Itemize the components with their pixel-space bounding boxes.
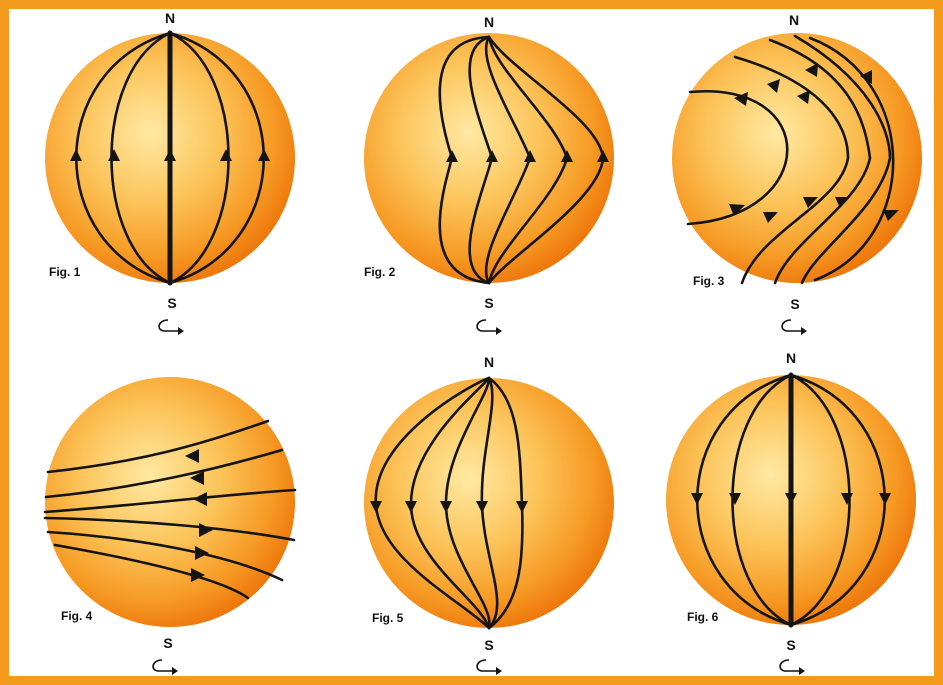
arrow-up-right-icon <box>883 210 899 221</box>
arrow-up-icon <box>597 150 609 162</box>
arrow-up-left-icon <box>860 70 872 84</box>
figure-1: N S Fig. 1 <box>45 10 295 335</box>
arrow-up-icon <box>70 149 82 161</box>
rotation-arrow-icon <box>476 659 502 675</box>
figure-caption: Fig. 4 <box>61 609 93 623</box>
arrow-up-icon <box>258 149 270 161</box>
arrow-up-icon <box>446 150 458 162</box>
arrow-up-icon <box>220 149 232 161</box>
figure-2: N S Fig. 2 <box>364 14 614 335</box>
south-label: S <box>484 295 493 311</box>
figure-caption: Fig. 3 <box>693 274 725 288</box>
arrow-down-icon <box>691 493 703 505</box>
north-label: N <box>789 12 799 28</box>
arrow-up-icon <box>486 150 498 162</box>
arrow-down-icon <box>405 501 417 513</box>
arrow-up-icon <box>561 150 573 162</box>
arrow-right-icon <box>195 546 209 560</box>
field-arrows <box>185 449 213 582</box>
rotation-arrow-icon <box>781 319 807 335</box>
north-label: N <box>484 354 494 370</box>
field-arrows <box>729 63 899 223</box>
figure-6: N S Fig. 6 <box>666 350 916 675</box>
north-label: N <box>165 10 175 26</box>
figure-3: N S Fig. 3 <box>672 12 922 335</box>
south-label: S <box>167 295 176 311</box>
arrow-up-left-icon <box>797 90 810 104</box>
rotation-arrow-icon <box>152 659 178 675</box>
arrow-up-right-icon <box>835 197 850 208</box>
arrow-up-left-icon <box>805 63 818 77</box>
figure-5: N S Fig. 5 <box>364 354 614 675</box>
north-label: N <box>786 350 796 366</box>
arrow-down-icon <box>370 501 382 513</box>
field-arrows <box>446 150 609 162</box>
field-arrows <box>370 501 528 513</box>
south-label: S <box>790 296 799 312</box>
field-arrows <box>70 149 270 161</box>
south-label: S <box>163 635 172 651</box>
figure-4: S Fig. 4 <box>43 377 297 675</box>
arrow-up-right-icon <box>729 204 745 216</box>
arrow-up-icon <box>164 149 176 161</box>
figure-caption: Fig. 6 <box>687 610 719 624</box>
field-arrows <box>691 493 891 505</box>
south-label: S <box>484 637 493 653</box>
figure-caption: Fig. 1 <box>49 265 81 279</box>
sun-disk <box>672 33 922 283</box>
rotation-arrow-icon <box>158 319 184 335</box>
arrow-up-icon <box>524 150 536 162</box>
arrow-left-icon <box>193 492 207 506</box>
south-label: S <box>786 637 795 653</box>
arrow-right-icon <box>191 568 205 582</box>
rotation-arrow-icon <box>779 659 805 675</box>
field-lines <box>686 34 895 285</box>
arrow-down-icon <box>841 493 853 505</box>
arrow-right-icon <box>199 523 213 537</box>
arrow-left-icon <box>190 471 204 485</box>
rotation-arrow-icon <box>476 319 502 335</box>
sun-disk <box>364 378 614 628</box>
arrow-down-icon <box>516 501 528 513</box>
figure-caption: Fig. 5 <box>372 611 404 625</box>
arrow-up-right-icon <box>803 197 818 208</box>
arrow-down-icon <box>879 493 891 505</box>
arrow-down-icon <box>785 493 797 505</box>
arrow-down-icon <box>729 493 741 505</box>
arrow-left-icon <box>185 449 199 463</box>
figure-caption: Fig. 2 <box>364 265 396 279</box>
arrow-left-icon <box>734 92 748 106</box>
arrow-up-left-icon <box>767 79 780 93</box>
arrow-up-icon <box>108 149 120 161</box>
arrow-down-icon <box>440 501 452 513</box>
field-lines <box>43 419 297 600</box>
north-label: N <box>484 14 494 30</box>
arrow-down-icon <box>476 501 488 513</box>
arrow-up-right-icon <box>763 212 778 223</box>
